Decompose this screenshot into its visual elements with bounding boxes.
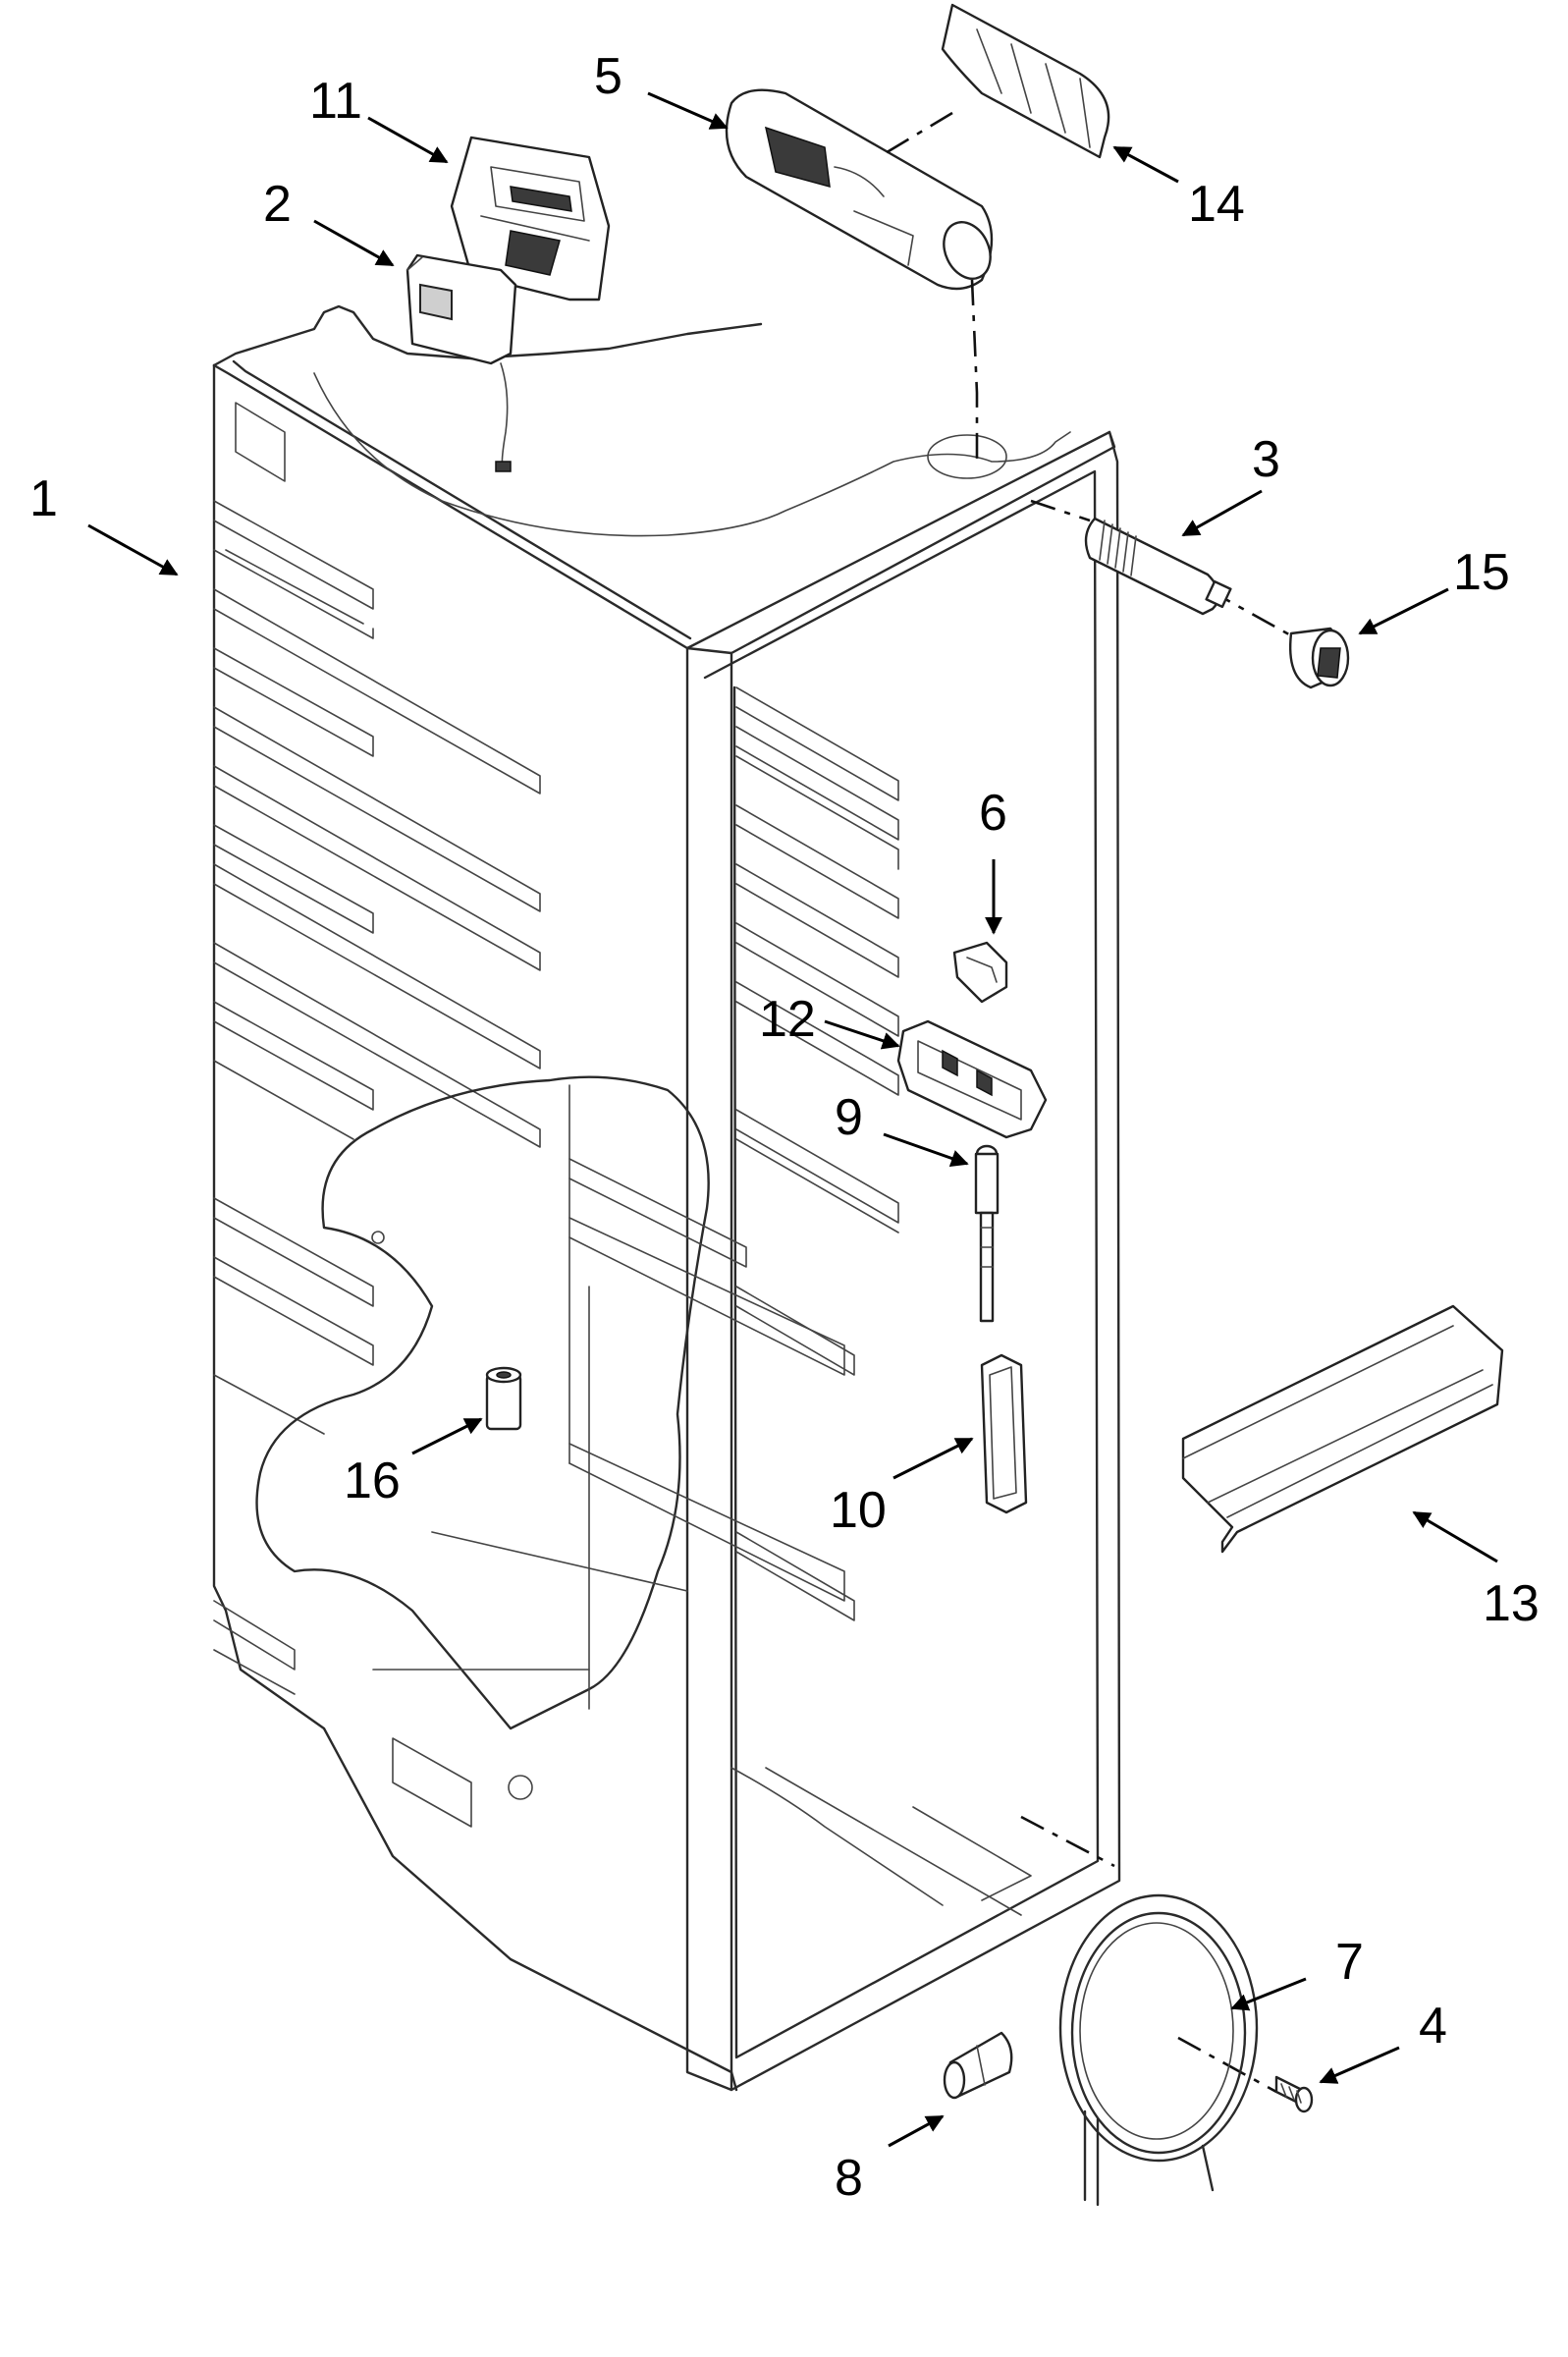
part-9-light-bulb [974, 1144, 1000, 1323]
assembly-line-14-5 [878, 111, 953, 159]
part-3-filter-cartridge [1084, 517, 1232, 616]
callout-6: 6 [979, 785, 1007, 842]
callout-11: 11 [309, 73, 362, 130]
assembly-line-5-liner [970, 279, 979, 462]
callout-14: 14 [1188, 176, 1245, 233]
callout-16: 16 [344, 1453, 401, 1509]
part-11-control-housing [450, 136, 611, 301]
part-7-tubing-coil [1058, 1893, 1259, 2207]
callout-2: 2 [263, 176, 292, 233]
assembly-line-4-7 [1177, 2036, 1277, 2094]
part-12-light-housing [896, 1019, 1048, 1139]
part-4-screw [1274, 2075, 1314, 2113]
callout-15: 15 [1453, 544, 1510, 601]
part-16-cylinder [485, 1366, 522, 1431]
callout-9: 9 [835, 1089, 863, 1146]
callout-5: 5 [594, 48, 622, 105]
refrigerator-liner [212, 304, 1121, 2092]
callout-3: 3 [1252, 431, 1280, 488]
part-5-filter-housing [725, 88, 994, 291]
callout-12: 12 [759, 991, 816, 1048]
part-6-clip [952, 941, 1008, 1004]
callout-arrows [87, 91, 1498, 2148]
part-10-light-lens [980, 1353, 1028, 1514]
callout-8: 8 [835, 2150, 863, 2207]
callout-7: 7 [1335, 1934, 1364, 1991]
callout-13: 13 [1483, 1575, 1540, 1632]
part-14-filter-cover [941, 3, 1110, 159]
callout-1: 1 [29, 470, 58, 527]
callout-labels: 1 2 3 4 5 6 7 8 9 10 11 12 13 14 15 16 [29, 48, 1540, 2207]
part-15-filter-cap [1289, 627, 1350, 689]
part-13-rail-trim [1181, 1304, 1504, 1554]
assembly-line-liner-front [1020, 1815, 1115, 1868]
part-2-control-module [406, 253, 517, 472]
part-8-fitting [943, 2031, 1013, 2100]
callout-4: 4 [1419, 1998, 1447, 2055]
callout-10: 10 [830, 1482, 887, 1539]
